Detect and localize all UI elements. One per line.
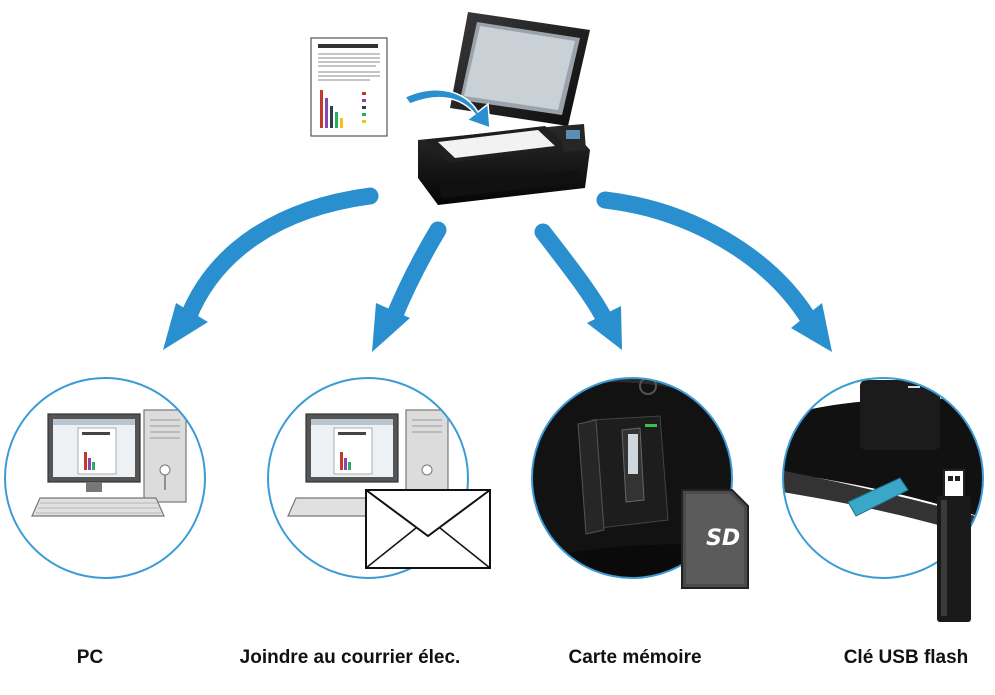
sd-card-icon: S D (681, 489, 749, 589)
pc-destination (4, 377, 206, 579)
scan-arrow (403, 89, 491, 130)
document-icon (310, 37, 388, 137)
caption-memory-card: Carte mémoire (568, 647, 702, 668)
usb-destination (782, 377, 984, 622)
caption-email: Joindre au courrier élec. (239, 647, 461, 668)
printer-scanner-icon (418, 12, 590, 205)
email-destination (267, 377, 491, 579)
memory-card-destination: S D (531, 377, 749, 589)
desktop-computer-icon (31, 409, 187, 517)
arrow-to-usb (596, 191, 832, 352)
svg-text:S: S (706, 526, 722, 551)
caption-pc: PC (76, 647, 104, 668)
svg-text:D: D (722, 526, 740, 551)
caption-usb: Clé USB flash (843, 647, 969, 668)
usb-flash-drive-icon (937, 469, 971, 622)
arrow-to-memory-card (534, 223, 622, 350)
arrow-to-pc (163, 187, 379, 350)
envelope-icon (365, 489, 491, 569)
arrow-to-email (372, 221, 447, 352)
